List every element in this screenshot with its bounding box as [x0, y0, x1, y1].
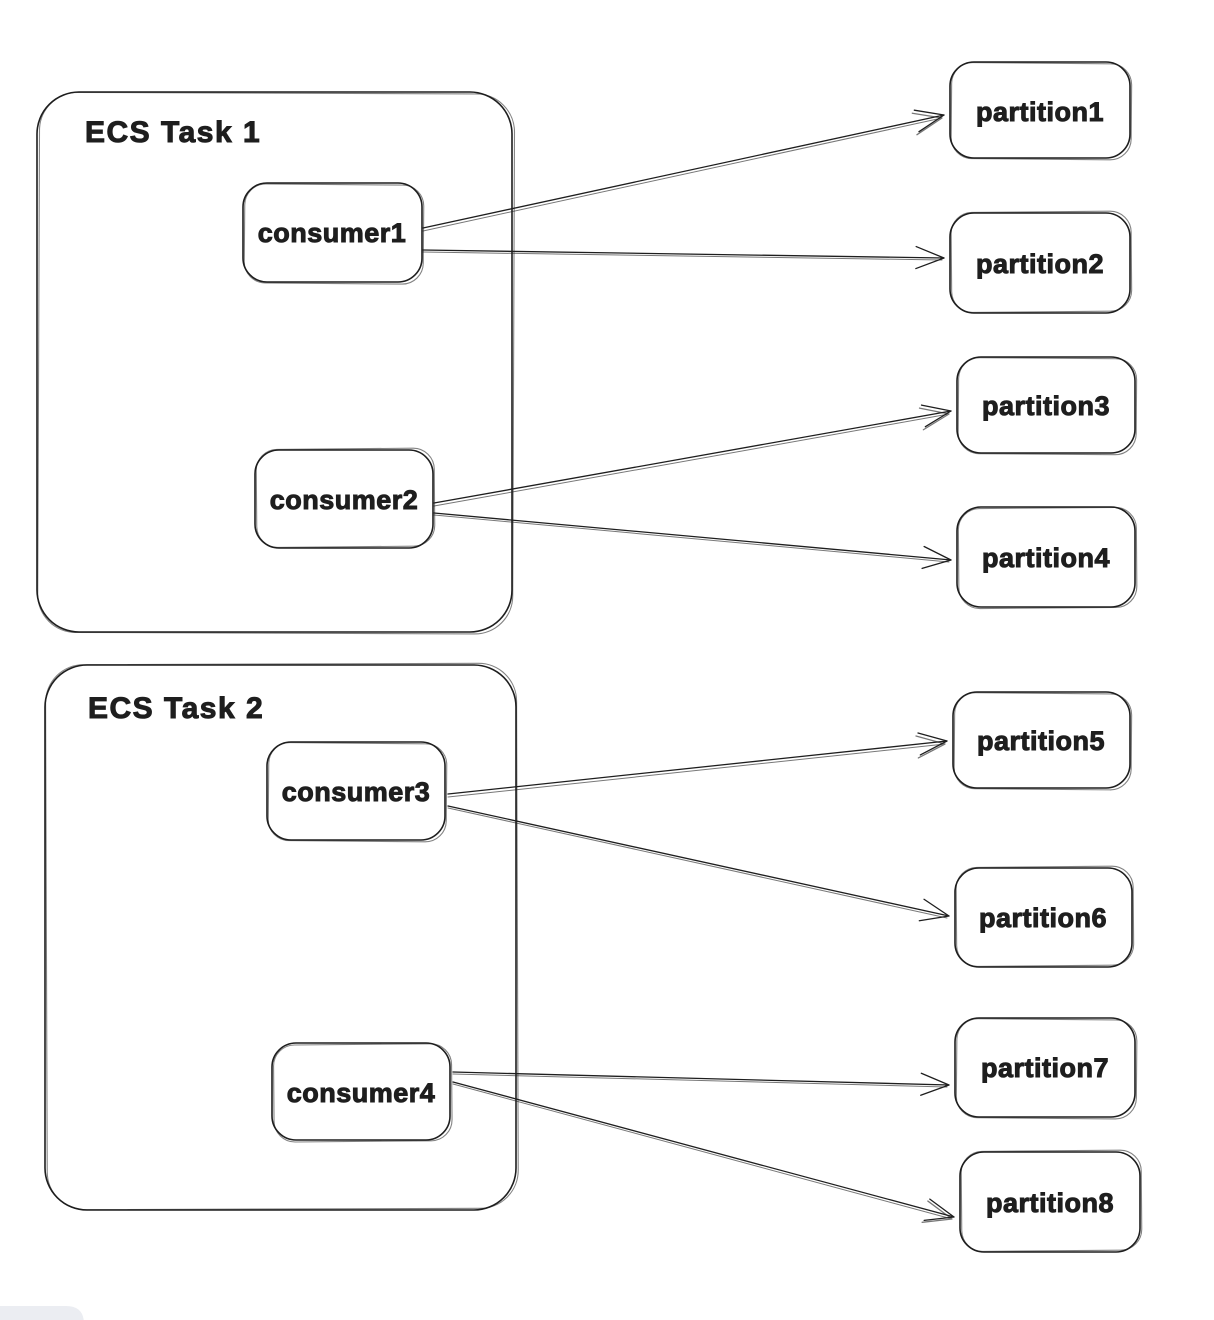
consumer2-label: consumer2: [270, 485, 419, 515]
node-partition5[interactable]: partition5: [952, 691, 1133, 791]
partition1-label: partition1: [976, 97, 1104, 127]
arrow-consumer4-partition7[interactable]: [452, 1071, 950, 1096]
node-consumer4[interactable]: consumer4: [271, 1042, 453, 1143]
ecs-task-2-label: ECS Task 2: [88, 692, 264, 725]
partition3-label: partition3: [982, 391, 1110, 421]
node-partition7[interactable]: partition7: [954, 1017, 1138, 1120]
consumer3-label: consumer3: [282, 777, 431, 807]
partition8-label: partition8: [986, 1188, 1114, 1218]
node-consumer2[interactable]: consumer2: [254, 447, 436, 549]
arrow-consumer2-partition3[interactable]: [433, 404, 952, 507]
bottom-left-panel[interactable]: [0, 1306, 84, 1320]
node-partition4[interactable]: partition4: [956, 506, 1138, 610]
arrow-consumer1-partition1[interactable]: [422, 109, 945, 232]
node-partition8[interactable]: partition8: [959, 1149, 1143, 1253]
arrow-consumer1-partition2[interactable]: [422, 245, 945, 270]
partition2-label: partition2: [976, 249, 1104, 279]
arrow-consumer3-partition5[interactable]: [447, 732, 948, 798]
partition4-label: partition4: [982, 543, 1110, 573]
node-partition1[interactable]: partition1: [949, 61, 1133, 161]
ecs-task-1-label: ECS Task 1: [85, 116, 261, 149]
arrow-consumer3-partition6[interactable]: [447, 805, 950, 922]
node-partition3[interactable]: partition3: [956, 356, 1138, 456]
consumer4-label: consumer4: [287, 1078, 436, 1108]
group-ecs-task-1[interactable]: ECS Task 1: [36, 91, 516, 635]
partition5-label: partition5: [977, 726, 1105, 756]
arrow-consumer2-partition4[interactable]: [433, 512, 952, 570]
node-consumer1[interactable]: consumer1: [242, 182, 425, 285]
group-ecs-task-2[interactable]: ECS Task 2: [44, 662, 519, 1211]
consumer1-label: consumer1: [258, 218, 407, 248]
partition6-label: partition6: [979, 903, 1107, 933]
node-partition6[interactable]: partition6: [954, 865, 1135, 968]
node-consumer3[interactable]: consumer3: [266, 741, 448, 843]
arrow-consumer4-partition8[interactable]: [452, 1081, 955, 1223]
partition7-label: partition7: [981, 1053, 1109, 1083]
node-partition2[interactable]: partition2: [949, 210, 1133, 314]
